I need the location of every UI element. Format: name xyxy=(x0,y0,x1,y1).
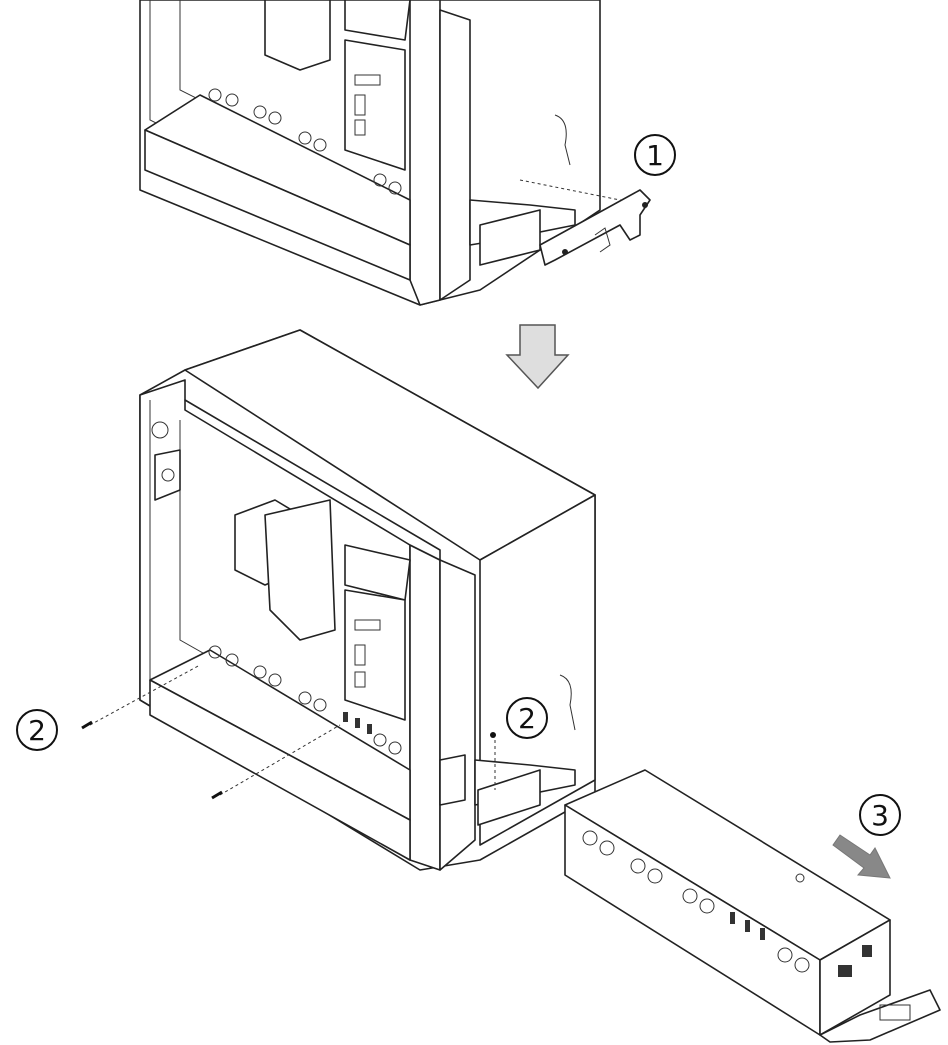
callout-step-2-right: 2 xyxy=(506,697,548,739)
callout-step-2-left: 2 xyxy=(16,709,58,751)
power-strip xyxy=(564,769,941,1043)
pull-arrow-icon xyxy=(832,834,891,879)
bracket-plate xyxy=(539,189,651,266)
callout-step-1: 1 xyxy=(634,134,676,176)
down-arrow-icon xyxy=(505,324,570,390)
screws xyxy=(81,664,496,800)
top-cabinet xyxy=(139,0,646,306)
callout-step-3: 3 xyxy=(859,794,901,836)
bottom-cabinet xyxy=(139,329,596,871)
